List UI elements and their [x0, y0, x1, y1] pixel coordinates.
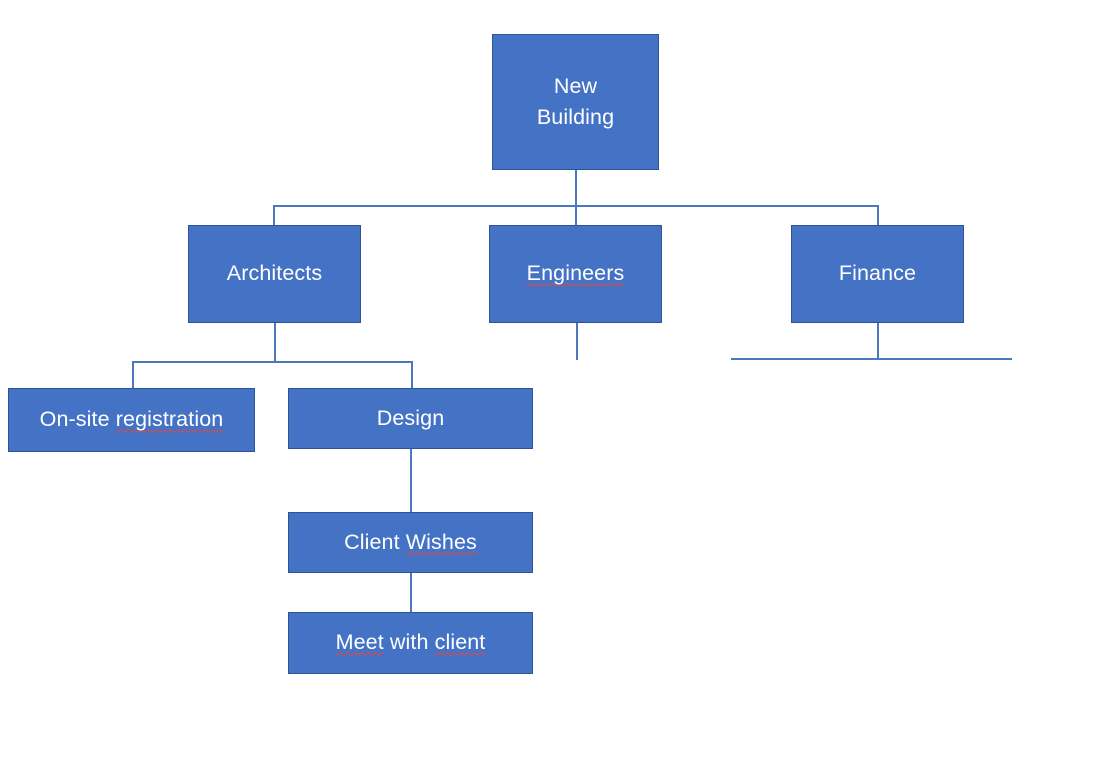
- spellcheck-underline: Engineers: [526, 261, 625, 286]
- node-label-finance: Finance: [838, 261, 917, 286]
- node-label-engineers: Engineers: [527, 258, 625, 289]
- connector-design-to-wishes: [410, 448, 412, 513]
- node-label-design: Design: [376, 405, 445, 430]
- connector-design-riser: [411, 361, 413, 389]
- node-engineers[interactable]: Engineers: [489, 225, 662, 323]
- node-new-building[interactable]: New Building: [492, 34, 659, 170]
- node-architects[interactable]: Architects: [188, 225, 361, 323]
- connector-engineers-stub: [576, 322, 578, 360]
- node-label-client-wishes: Client Wishes: [344, 529, 477, 554]
- connector-finance-drop: [877, 322, 879, 359]
- connector-finance-bus: [731, 358, 1012, 360]
- node-design[interactable]: Design: [288, 388, 533, 449]
- spellcheck-underline: Meet: [335, 630, 384, 655]
- connector-finance-riser: [877, 205, 879, 226]
- node-on-site-registration[interactable]: On-site registration: [8, 388, 255, 452]
- spellcheck-underline: registration: [115, 407, 224, 432]
- connector-root-drop: [575, 170, 577, 226]
- node-meet-with-client[interactable]: Meet with client: [288, 612, 533, 674]
- node-label-meet-with-client: Meet with client: [335, 630, 486, 655]
- node-label-on-site-registration: On-site registration: [39, 407, 224, 432]
- connector-engineers-riser: [575, 205, 577, 226]
- connector-architects-drop: [274, 322, 276, 362]
- connector-architects-riser: [273, 205, 275, 226]
- node-client-wishes[interactable]: Client Wishes: [288, 512, 533, 573]
- node-finance[interactable]: Finance: [791, 225, 964, 323]
- node-label-architects: Architects: [226, 261, 323, 286]
- connector-onsite-riser: [132, 361, 134, 389]
- connector-wishes-to-meet: [410, 572, 412, 613]
- spellcheck-underline: Wishes: [405, 529, 477, 554]
- connector-level2-bus: [132, 361, 412, 363]
- node-label-new-building: New Building: [536, 73, 615, 129]
- spellcheck-underline: client: [434, 630, 486, 655]
